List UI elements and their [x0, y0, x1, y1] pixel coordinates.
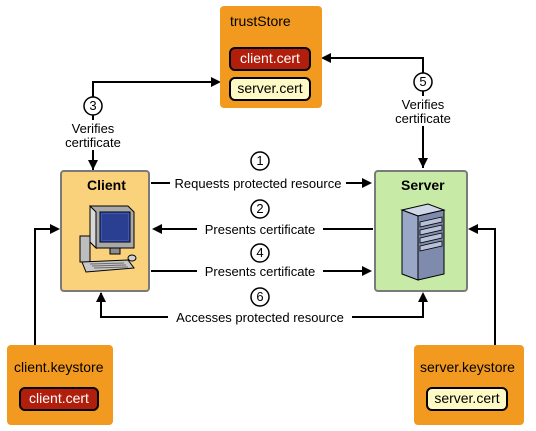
client-keystore-cert: client.cert — [19, 387, 99, 411]
truststore-title: trustStore — [230, 13, 291, 29]
client-box: Client — [60, 170, 150, 292]
server-keystore-title: server.keystore — [420, 359, 515, 375]
step-6-label: Accesses protected resource — [176, 310, 344, 325]
step-2-label: Presents certificate — [204, 222, 316, 237]
step-1-label: Requests protected resource — [174, 176, 342, 191]
step-5-connector — [321, 53, 424, 168]
server-box: Server — [374, 170, 468, 292]
truststore-server-cert: server.cert — [229, 77, 311, 101]
step-4-label: Presents certificate — [204, 264, 316, 279]
client-title: Client — [87, 177, 126, 193]
step-3-number: 3 — [89, 98, 97, 113]
step-5-label-line2: certificate — [395, 111, 451, 126]
server-title: Server — [401, 177, 445, 193]
truststore-box: trustStore client.cert server.cert — [220, 6, 322, 108]
server-tower-icon — [400, 203, 446, 281]
step-6-number: 6 — [256, 289, 264, 304]
step-5-number: 5 — [419, 74, 427, 89]
server-keystore-cert: server.cert — [426, 387, 508, 411]
step-2-circle — [250, 199, 270, 219]
step-6-circle — [250, 287, 270, 307]
step-3-label-line2: certificate — [65, 135, 121, 150]
step-3-circle — [83, 96, 103, 116]
step-1-circle — [250, 151, 270, 171]
step-5-circle — [413, 72, 433, 92]
client-keystore-box: client.keystore client.cert — [7, 345, 113, 425]
step-2-number: 2 — [256, 201, 264, 216]
step-4-number: 4 — [256, 245, 264, 260]
step-3-label-line1: Verifies — [71, 121, 115, 136]
step-5-label-line1: Verifies — [401, 97, 445, 112]
desktop-computer-icon — [79, 204, 137, 273]
truststore-client-cert: client.cert — [229, 47, 311, 71]
server-keystore-connector — [468, 224, 496, 345]
step-4-circle — [250, 243, 270, 263]
step-1-number: 1 — [256, 153, 264, 168]
client-keystore-title: client.keystore — [14, 359, 104, 375]
client-keystore-connector — [34, 224, 60, 345]
server-keystore-box: server.keystore server.cert — [414, 345, 524, 425]
